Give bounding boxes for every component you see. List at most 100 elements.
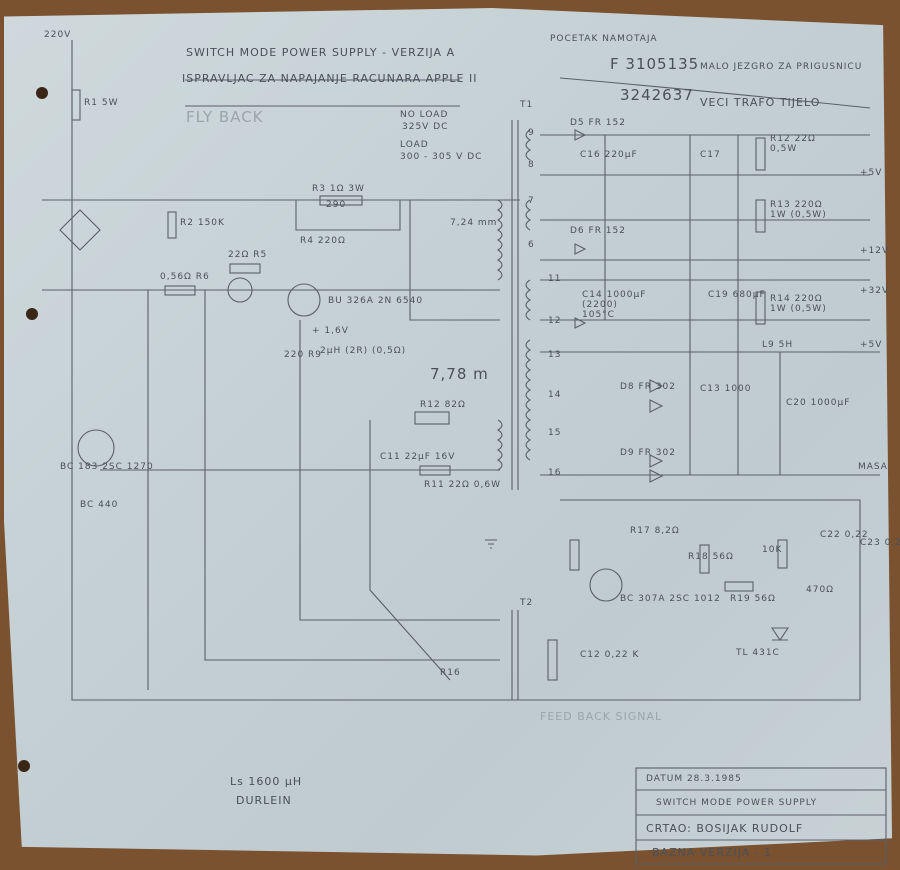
diode-d2 — [227, 277, 253, 303]
resistor — [755, 291, 766, 325]
label-inductor: 2μH (2R) (0,5Ω) — [320, 346, 407, 356]
aux-winding — [496, 419, 503, 471]
pin-7: 7 — [528, 196, 535, 206]
wire — [204, 290, 500, 661]
pin-9: 9 — [528, 128, 535, 138]
pin-16: 16 — [548, 468, 562, 478]
label-r12b: R12 22Ω 0,5W — [770, 134, 816, 154]
label-d9: D9 FR 302 — [620, 448, 676, 458]
secondary-windings — [525, 129, 532, 461]
label-r20: 10K — [762, 545, 783, 555]
pin-14: 14 — [548, 390, 562, 400]
no-load-value: 325V DC — [402, 122, 449, 132]
label-t1: T1 — [520, 100, 534, 110]
output-diodes — [574, 129, 587, 329]
label-r16: R16 — [440, 668, 461, 678]
resistor — [699, 544, 710, 574]
wire — [369, 420, 451, 681]
label-feedback: FEED BACK SIGNAL — [540, 710, 663, 723]
title-block-name: SWITCH MODE POWER SUPPLY — [656, 798, 818, 808]
resistor — [569, 539, 580, 571]
diodes-d8-d9 — [649, 379, 664, 483]
title-line1: SWITCH MODE POWER SUPPLY - VERZIJA A — [186, 46, 456, 59]
schematic-paper — [4, 8, 892, 856]
ground-icon — [485, 539, 497, 549]
flyback-note: FLY BACK — [186, 108, 264, 126]
label-r5: 22Ω R5 — [228, 250, 268, 260]
label-mains: 220V — [44, 30, 72, 40]
label-r13: R13 220Ω 1W (0,5W) — [770, 200, 827, 220]
resistor — [755, 137, 766, 171]
resistor-r6 — [164, 285, 196, 296]
transformer-core — [511, 120, 519, 490]
label-tl431: TL 431C — [736, 648, 780, 658]
label-q1-alt: BC 440 — [80, 500, 119, 510]
resistor-r11 — [419, 465, 451, 476]
label-r-mains: R1 5W — [84, 98, 119, 108]
part2-number: 3242637 — [620, 86, 694, 104]
output-rails — [540, 134, 880, 476]
label-c17: C17 — [700, 150, 721, 160]
bridge-rectifier — [59, 209, 101, 251]
part1-desc: MALO JEZGRO ZA PRIGUSNICU — [700, 62, 863, 72]
label-r12: R12 82Ω — [420, 400, 466, 410]
label-q3: BC 307A 2SC 1012 — [620, 594, 721, 604]
label-r3-val: 290 — [326, 200, 347, 210]
title-line2: ISPRAVLJAC ZA NAPAJANJE RACUNARA APPLE I… — [182, 72, 478, 85]
part1-number: F 3105135 — [610, 55, 700, 73]
wire — [299, 320, 500, 621]
resistor — [547, 639, 558, 681]
label-d5: D5 FR 152 — [570, 118, 626, 128]
title-block-lines — [636, 789, 886, 841]
wire — [520, 499, 861, 701]
output-ground: MASA — [858, 462, 888, 472]
transistor-q1 — [77, 429, 115, 467]
transistor-q2 — [287, 283, 321, 317]
pin-11: 11 — [548, 274, 562, 284]
resistor — [777, 539, 788, 569]
label-r17: R17 8,2Ω — [630, 526, 680, 536]
label-r470: 470Ω — [806, 585, 835, 595]
primary-winding — [496, 199, 503, 281]
title-block-author: CRTAO: BOSIJAK RUDOLF — [646, 822, 804, 835]
pin-8: 8 — [528, 160, 535, 170]
punch-hole — [36, 87, 48, 99]
label-r14: R14 220Ω 1W (0,5W) — [770, 294, 827, 314]
output-2: +12V — [860, 246, 890, 256]
label-q2: BU 326A 2N 6540 — [328, 296, 424, 306]
tl431-icon — [770, 627, 790, 641]
resistor — [724, 581, 754, 592]
resistor — [755, 199, 766, 233]
label-c20: C20 1000μF — [786, 398, 851, 408]
wire — [71, 40, 520, 701]
part2-desc: VECI TRAFO TIJELO — [700, 96, 821, 109]
pin-12: 12 — [548, 316, 562, 326]
wire — [409, 200, 500, 321]
label-r18: R18 56Ω — [688, 552, 734, 562]
wire — [604, 135, 781, 475]
label-c22: C22 0,22 — [820, 530, 869, 540]
title-block-frame — [635, 767, 887, 865]
label-r11: R11 22Ω 0,6W — [424, 480, 501, 490]
label-c14: C14 1000μF (2200) 105°C — [582, 290, 647, 320]
output-4: +5V — [860, 340, 883, 350]
label-q1: BC 183 2SC 1270 — [60, 462, 154, 472]
title-block-version: BAZNA VERZIJA - 1 — [652, 846, 773, 859]
label-r3: R3 1Ω 3W — [312, 184, 365, 194]
resistor — [71, 89, 81, 121]
label-c23: C23 0,22 — [860, 538, 900, 548]
punch-hole — [26, 308, 38, 320]
label-r9: 220 R9 — [284, 350, 323, 360]
label-ls-type: DURLEIN — [236, 794, 292, 807]
label-c16: C16 220μF — [580, 150, 638, 160]
label-c12: C12 0,22 K — [580, 650, 640, 660]
label-l9: L9 5H — [762, 340, 794, 350]
title-block-date: DATUM 28.3.1985 — [646, 774, 742, 784]
label-d8: D8 FR 302 — [620, 382, 676, 392]
resistor-r5 — [229, 263, 261, 274]
resistor-r3 — [319, 195, 363, 206]
no-load-label: NO LOAD — [400, 110, 449, 120]
title-underline — [185, 79, 460, 107]
label-r6: 0,56Ω R6 — [160, 272, 210, 282]
